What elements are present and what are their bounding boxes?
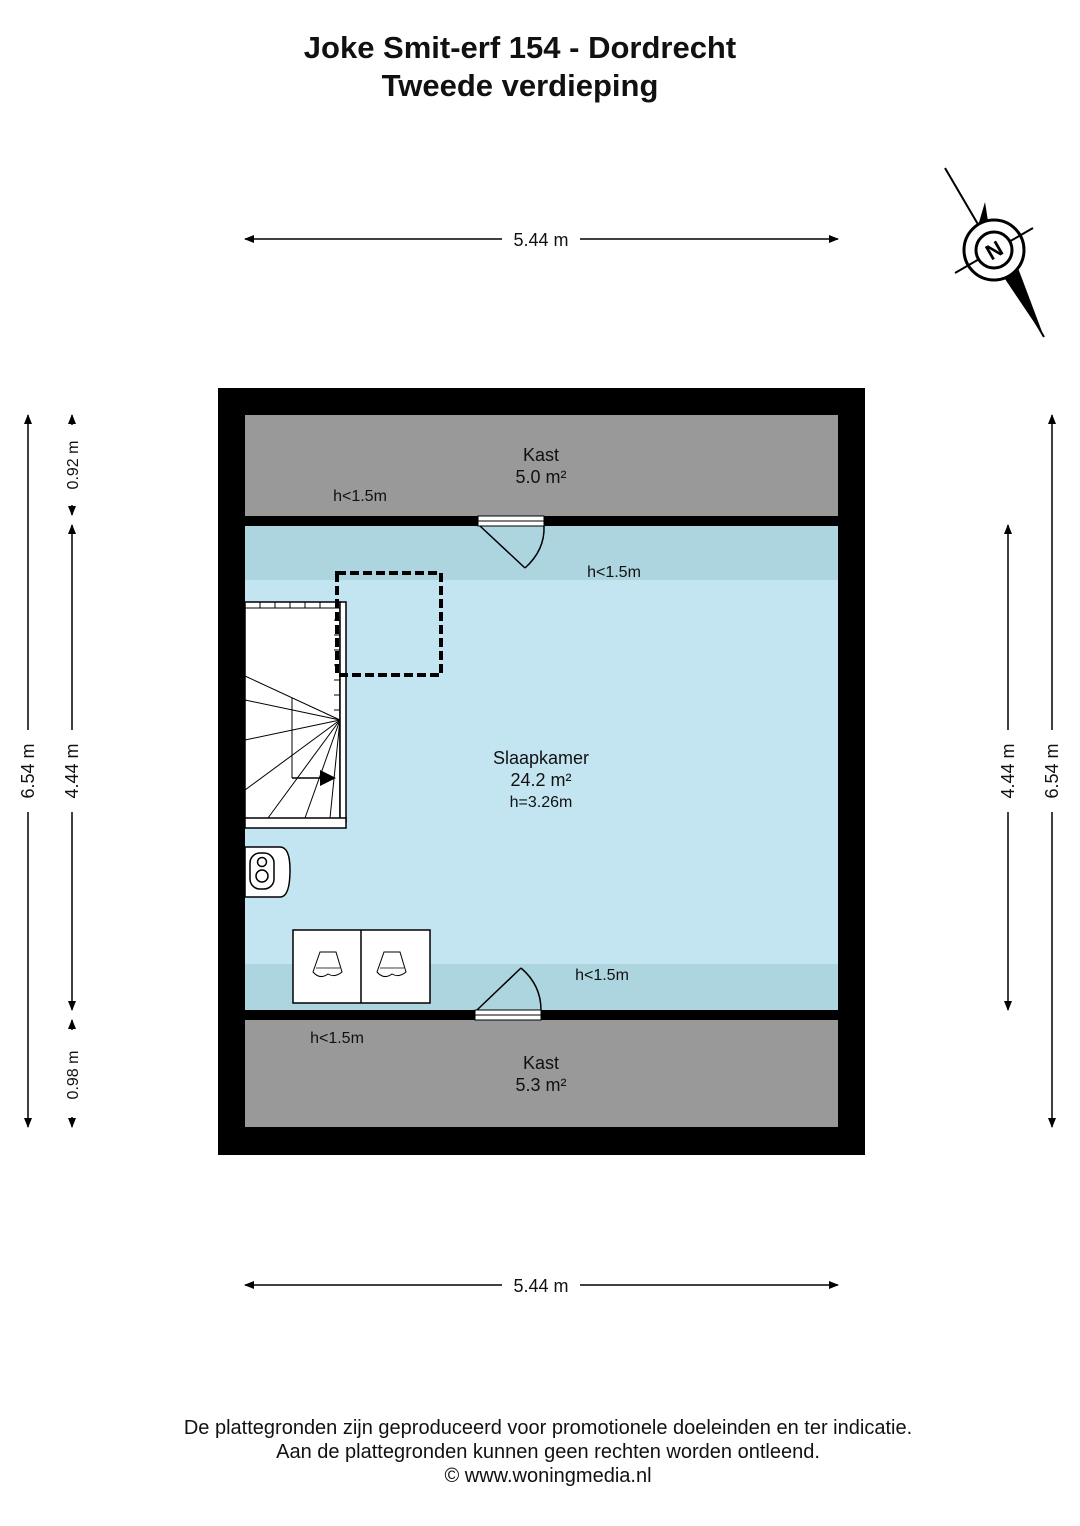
slaapkamer-note-bottom: h<1.5m [575,967,629,984]
kast-top-height: h<1.5m [333,488,387,505]
footer-disclaimer-1: De plattegronden zijn geproduceerd voor … [183,1417,913,1439]
kast-bottom-name: Kast [523,1053,559,1073]
dimension-top: 5.44 m [244,230,839,250]
slaapkamer-note-top: h<1.5m [587,564,641,581]
staircase [244,601,347,829]
dimension-left-top: 0.92 m [65,414,82,516]
dimension-left-total-label: 6.54 m [18,743,38,798]
kast-top-area: 5.0 m² [515,467,566,487]
slaapkamer-area: 24.2 m² [510,770,571,790]
dimension-left-top-label: 0.92 m [65,441,82,490]
slaapkamer-height: h=3.26m [510,794,573,811]
footer-disclaimer-2: Aan de plattegronden kunnen geen rechten… [276,1441,820,1463]
room-kast-bottom [245,1020,838,1127]
dimension-right-middle-label: 4.44 m [998,743,1018,798]
slaapkamer-name: Slaapkamer [493,748,589,768]
dimension-right-total: 6.54 m [1042,414,1062,1128]
dimension-left-middle: 4.44 m [62,524,82,1011]
dimension-right-total-label: 6.54 m [1042,743,1062,798]
compass-icon: N [944,167,1045,338]
kast-bottom-area: 5.3 m² [515,1075,566,1095]
dimension-bottom: 5.44 m [244,1276,839,1296]
dimension-left-bottom: 0.98 m [65,1019,82,1128]
door-bottom[interactable] [474,967,542,1021]
low-ceiling-zone-top [245,526,838,580]
dimension-left-bottom-label: 0.98 m [65,1051,82,1100]
room-kast-top [245,415,838,516]
page-subtitle: Tweede verdieping [381,68,659,103]
dimension-right-middle: 4.44 m [998,524,1018,1011]
attic-hatch [335,571,443,677]
footer-copyright: © www.woningmedia.nl [444,1465,652,1487]
dimension-left-middle-label: 4.44 m [62,743,82,798]
door-top[interactable] [477,515,545,569]
bed-icon [292,929,431,1004]
dimension-top-label: 5.44 m [513,230,568,250]
kast-top-name: Kast [523,445,559,465]
dimension-bottom-label: 5.44 m [513,1276,568,1296]
stair-arrow-icon [320,770,336,786]
kast-bottom-height: h<1.5m [310,1030,364,1047]
boiler-icon [244,846,291,898]
page-title: Joke Smit-erf 154 - Dordrecht [303,30,737,65]
dimension-left-total: 6.54 m [18,414,38,1128]
